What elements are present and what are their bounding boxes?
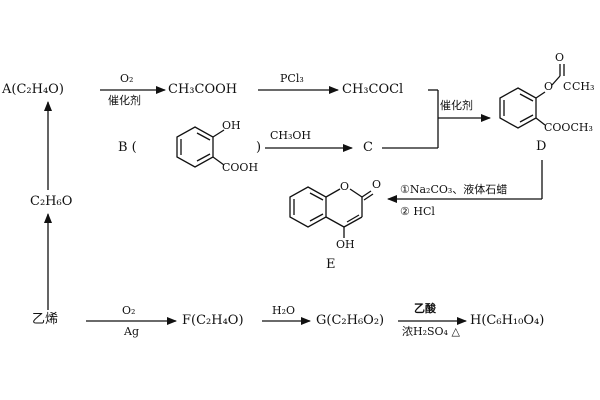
compound-a: A(C₂H₄O) <box>2 82 64 97</box>
compound-e-oh: OH <box>336 238 355 251</box>
condition-step1: ①Na₂CO₃、液体石蜡 <box>400 183 508 196</box>
compound-h: H(C₆H₁₀O₄) <box>470 313 545 328</box>
condition-ag: Ag <box>124 325 139 338</box>
condition-o2-bottom: O₂ <box>122 304 136 317</box>
compound-d-acetoxy-c: C <box>563 80 572 93</box>
compound-e-label: E <box>326 257 336 272</box>
compound-f: F(C₂H₄O) <box>182 313 244 328</box>
compound-d-label: D <box>536 139 547 154</box>
compound-d-carbonyl-o: O <box>555 51 565 64</box>
compound-acetic-acid: CH₃COOH <box>168 82 238 97</box>
compound-d-ester: COOCH₃ <box>544 121 593 134</box>
condition-acetic-acid: 乙酸 <box>414 302 436 315</box>
condition-h2o: H₂O <box>272 304 296 317</box>
compound-e-ring-o: O <box>340 180 350 193</box>
compound-d-structure <box>499 64 565 129</box>
compound-d-acetoxy-o: O <box>544 80 554 93</box>
compound-b-cooh: COOH <box>222 161 259 174</box>
compound-c: C <box>363 140 373 155</box>
condition-conc-h2so4: 浓H₂SO₄ △ <box>402 325 460 338</box>
compound-e-structure <box>289 186 374 238</box>
compound-b-structure <box>176 126 225 168</box>
compound-b-label: B ( <box>118 140 137 155</box>
compound-c2h6o: C₂H₆O <box>30 194 73 209</box>
compound-b-close: ) <box>256 140 262 155</box>
condition-ch3oh: CH₃OH <box>270 129 312 142</box>
condition-pcl3: PCl₃ <box>280 72 304 85</box>
condition-step2: ② HCl <box>400 205 435 218</box>
condition-catalyst-right: 催化剂 <box>440 99 473 112</box>
compound-b-oh: OH <box>222 119 241 132</box>
compound-e-carbonyl-o: O <box>372 178 382 191</box>
condition-o2-top: O₂ <box>120 72 134 85</box>
compound-ethylene: 乙烯 <box>32 312 59 327</box>
compound-g: G(C₂H₆O₂) <box>316 313 385 328</box>
condition-catalyst-top: 催化剂 <box>108 94 141 107</box>
compound-acetyl-chloride: CH₃COCl <box>342 82 404 97</box>
compound-d-acetoxy-methyl: CH₃ <box>572 80 595 93</box>
